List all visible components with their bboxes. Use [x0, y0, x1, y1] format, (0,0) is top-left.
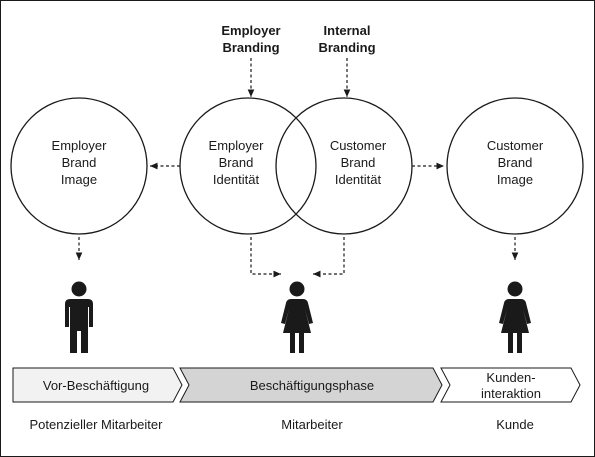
customer-brand-image-text-3: Image	[497, 172, 533, 187]
phase-pre-label: Vor-Beschäftigung	[43, 378, 149, 393]
phase-employment-label: Beschäftigungsphase	[250, 378, 374, 393]
male-person-icon	[65, 281, 93, 353]
female-person-icon	[499, 281, 531, 353]
employer-brand-identity-text-3: Identität	[213, 172, 260, 187]
customer-brand-image-text-1: Customer	[487, 138, 544, 153]
caption-employee: Mitarbeiter	[281, 417, 343, 432]
employer-branding-label-line2: Branding	[222, 40, 279, 55]
customer-brand-identity-text-1: Customer	[330, 138, 387, 153]
customer-brand-identity-text-3: Identität	[335, 172, 382, 187]
employer-brand-image-circle	[10, 97, 148, 235]
customer-brand-identity-text-2: Brand	[341, 155, 376, 170]
employer-brand-identity-text-2: Brand	[219, 155, 254, 170]
customer-brand-image-text-2: Brand	[498, 155, 533, 170]
phase-customer-interaction	[440, 367, 581, 403]
internal-branding-label-line2: Branding	[318, 40, 375, 55]
employer-brand-image-text-3: Image	[61, 172, 97, 187]
customer-brand-image-circle	[446, 97, 584, 235]
internal-branding-label-line1: Internal	[324, 23, 371, 38]
caption-potential-employee: Potenzieller Mitarbeiter	[30, 417, 164, 432]
phase-employment	[179, 367, 443, 403]
employer-brand-image-text-1: Employer	[52, 138, 108, 153]
female-person-icon	[281, 281, 313, 353]
phase-customer-label-line1: Kunden-	[486, 370, 535, 385]
employer-identity-to-employee-arrow	[250, 237, 281, 278]
caption-customer: Kunde	[496, 417, 534, 432]
employer-branding-label-line1: Employer	[221, 23, 280, 38]
employer-brand-image-text-2: Brand	[62, 155, 97, 170]
employer-brand-identity-text-1: Employer	[209, 138, 265, 153]
phase-customer-label-line2: interaktion	[481, 386, 541, 401]
phase-pre-employment	[12, 367, 183, 403]
customer-identity-to-employee-arrow	[313, 237, 345, 278]
